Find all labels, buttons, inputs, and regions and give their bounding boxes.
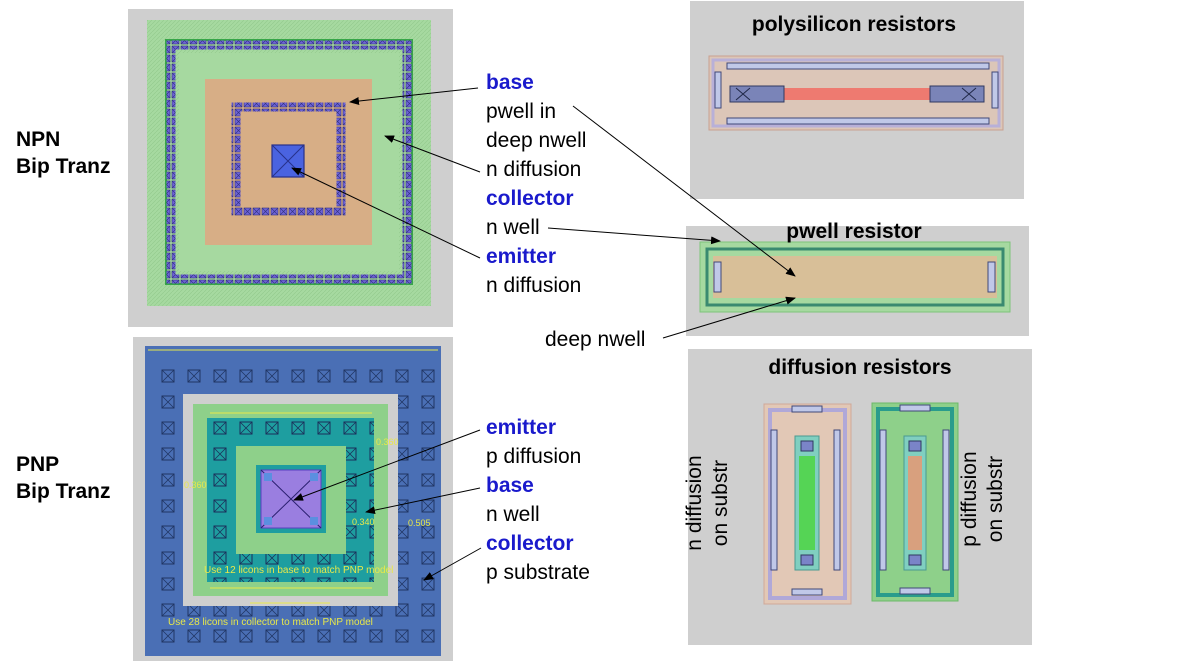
npn-collector-ring xyxy=(166,40,412,284)
pnp-side-label: PNP Bip Tranz xyxy=(16,451,111,505)
arrow-deep-nwell xyxy=(662,296,796,339)
n-diffusion-label-line1: n diffusion xyxy=(683,455,706,551)
pnp-label-base: base xyxy=(486,474,534,497)
pnp-label-p-substrate: p substrate xyxy=(486,561,590,584)
npn-base-ring xyxy=(231,102,346,217)
arrow-npn-collector xyxy=(384,135,481,173)
arrow-npn-base xyxy=(349,87,479,105)
npn-side-label: NPN Bip Tranz xyxy=(16,126,111,180)
pnp-label-p-diffusion: p diffusion xyxy=(486,445,582,468)
pnp-collector-note: Use 28 licons in collector to match PNP … xyxy=(168,617,373,628)
pnp-side-line1: PNP xyxy=(16,453,60,476)
diffusion-resistor-layout xyxy=(763,402,959,605)
n-diffusion-resistor-body xyxy=(799,456,815,550)
svg-text:0.360: 0.360 xyxy=(376,437,399,447)
pwell-resistor-body xyxy=(713,256,997,298)
deep-nwell-label: deep nwell xyxy=(545,328,646,351)
p-diffusion-resistor-body xyxy=(908,456,922,550)
svg-text:0.340: 0.340 xyxy=(352,517,375,527)
n-diffusion-label-line2: on substr xyxy=(709,459,732,547)
npn-label-emitter: emitter xyxy=(486,245,557,268)
npn-side-line2: Bip Tranz xyxy=(16,155,111,178)
pnp-layout: 0.360 0.340 0.505 0.360 Use 12 licons in… xyxy=(145,346,441,656)
poly-resistor-body xyxy=(784,88,930,100)
pnp-label-emitter: emitter xyxy=(486,416,557,439)
diffusion-resistor-panel xyxy=(688,349,1032,645)
pnp-side-line2: Bip Tranz xyxy=(16,480,111,503)
arrow-pwell-in xyxy=(572,105,796,277)
poly-resistor-title: polysilicon resistors xyxy=(751,13,957,36)
npn-label-n-well: n well xyxy=(486,216,540,239)
poly-resistor-layout xyxy=(708,55,1004,131)
npn-label-n-diffusion-2: n diffusion xyxy=(486,274,582,297)
pnp-label-n-well: n well xyxy=(486,503,540,526)
arrow-pnp-base xyxy=(365,487,481,515)
pwell-resistor-title: pwell resistor xyxy=(786,220,922,243)
pnp-label-list: emitter p diffusion base n well collecto… xyxy=(486,413,590,587)
npn-label-deep-nwell: deep nwell xyxy=(486,129,587,152)
p-diffusion-label-line1: p diffusion xyxy=(958,451,981,547)
pnp-base-note: Use 12 licons in base to match PNP model xyxy=(204,565,393,576)
npn-layout xyxy=(147,20,431,306)
pwell-resistor-layout xyxy=(699,241,1011,313)
arrow-npn-emitter xyxy=(291,167,481,259)
npn-label-base: base xyxy=(486,71,534,94)
pnp-label-collector: collector xyxy=(486,532,574,555)
p-diffusion-label-line2: on substr xyxy=(984,455,1007,543)
diffusion-resistor-title: diffusion resistors xyxy=(768,356,952,379)
n-diffusion-label: n diffusion on substr xyxy=(682,443,734,563)
npn-label-collector: collector xyxy=(486,187,574,210)
arrow-pnp-emitter xyxy=(293,429,481,501)
svg-text:0.360: 0.360 xyxy=(184,480,207,490)
p-diffusion-label: p diffusion on substr xyxy=(957,436,1009,562)
npn-label-pwell-in: pwell in xyxy=(486,100,557,123)
arrow-pnp-collector xyxy=(423,547,482,581)
npn-label-list: base pwell in deep nwell n diffusion col… xyxy=(486,68,586,300)
npn-label-n-diffusion: n diffusion xyxy=(486,158,582,181)
arrow-n-well xyxy=(547,227,721,245)
leader-arrows xyxy=(291,87,796,581)
svg-text:0.505: 0.505 xyxy=(408,518,431,528)
npn-side-line1: NPN xyxy=(16,128,61,151)
